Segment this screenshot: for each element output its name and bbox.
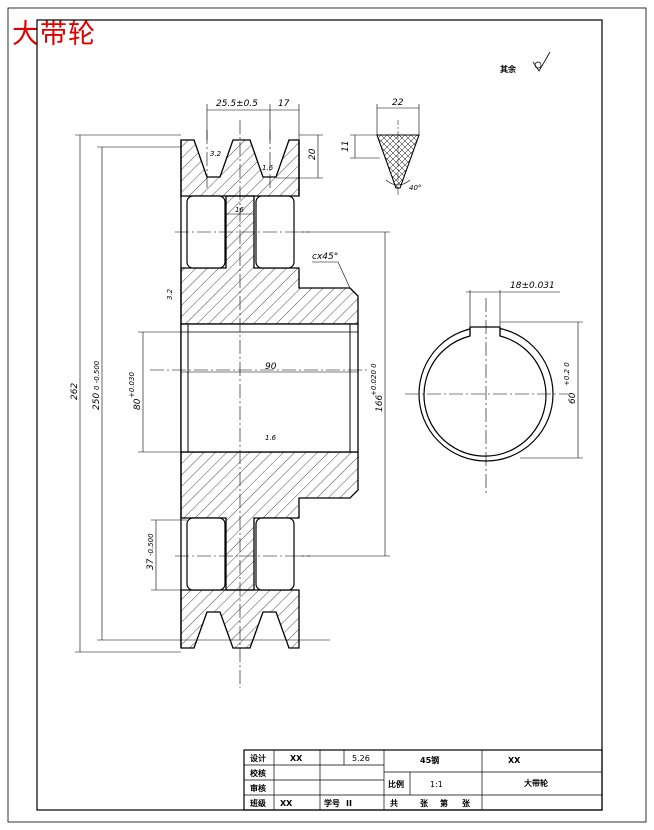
dim-section-width: 22 xyxy=(392,98,404,108)
tb-sheet-unit: 张 xyxy=(420,799,429,808)
tb-class-value: XX xyxy=(280,799,293,808)
outer-frame xyxy=(7,7,647,823)
tb-design-label: 设计 xyxy=(250,753,266,763)
dim-web-width: 16 xyxy=(235,206,244,214)
drawing-title: 大带轮 xyxy=(12,19,96,50)
dim-chamfer: cx45° xyxy=(312,252,338,262)
dim-hole-dia: 37 xyxy=(146,558,156,570)
tb-scale-value: 1:1 xyxy=(430,780,443,789)
dim-bore-tol: +0.030 xyxy=(128,372,136,398)
dim-pitch-dia: 250 xyxy=(92,393,102,410)
dim-key-tol: +0.2 0 xyxy=(563,362,571,386)
tb-check-label: 校核 xyxy=(250,768,266,778)
tb-design-name: XX xyxy=(290,754,303,763)
dim-hub-dia: 166 xyxy=(375,395,385,412)
tb-org: XX xyxy=(508,756,521,765)
dim-outer-dia: 262 xyxy=(70,383,80,400)
rough-3-2-hub: 3.2 xyxy=(166,288,174,300)
tb-scale-label: 比例 xyxy=(388,779,404,789)
tb-class-label: 班级 xyxy=(250,798,267,808)
dim-hub-tol: +0.020 0 xyxy=(370,363,378,396)
title-block xyxy=(243,749,603,811)
keyway-end-view xyxy=(405,290,583,496)
lower-rim xyxy=(180,589,300,649)
dim-hub-length: 90 xyxy=(265,362,277,372)
dim-groove-depth: 20 xyxy=(308,148,318,160)
tb-sheet-unit2: 张 xyxy=(462,799,471,808)
tb-part-name: 大带轮 xyxy=(524,778,548,788)
dim-key-depth: 60 xyxy=(568,392,578,404)
rough-1-6-bore: 1.6 xyxy=(265,434,277,442)
dim-groove-angle: 40° xyxy=(409,184,421,192)
dim-section-height: 11 xyxy=(341,141,351,152)
dim-pitch-tol: 0 -0.500 xyxy=(93,360,101,390)
tb-review-label: 审核 xyxy=(250,783,266,793)
surface-finish-note: 其余 xyxy=(500,64,517,74)
dim-groove-pitch: 25.5±0.5 xyxy=(216,99,258,109)
rough-3-2-groove: 3.2 xyxy=(210,150,222,158)
dim-key-width: 18±0.031 xyxy=(510,281,555,291)
rough-1-6-groove: 1.6 xyxy=(262,164,274,172)
tb-sheet-no: 第 xyxy=(440,798,448,808)
tb-student-label: 学号 xyxy=(324,798,340,808)
dim-groove-offset: 17 xyxy=(278,99,290,109)
lower-hole-right xyxy=(255,517,295,591)
dim-hole-tol: -0.500 xyxy=(147,533,155,556)
dim-bore-dia: 80 xyxy=(133,398,143,410)
belt-section-detail xyxy=(350,104,420,195)
bore xyxy=(180,323,359,453)
lower-hole-left xyxy=(186,517,226,591)
tb-sheet-total: 共 xyxy=(390,798,398,808)
tb-design-date: 5.26 xyxy=(352,754,370,763)
tb-material: 45钢 xyxy=(420,755,439,765)
roughness-symbol xyxy=(532,51,551,72)
pulley-section-view xyxy=(150,120,370,688)
main-view-dimensions xyxy=(75,104,390,653)
tb-student-value: II xyxy=(346,799,352,808)
